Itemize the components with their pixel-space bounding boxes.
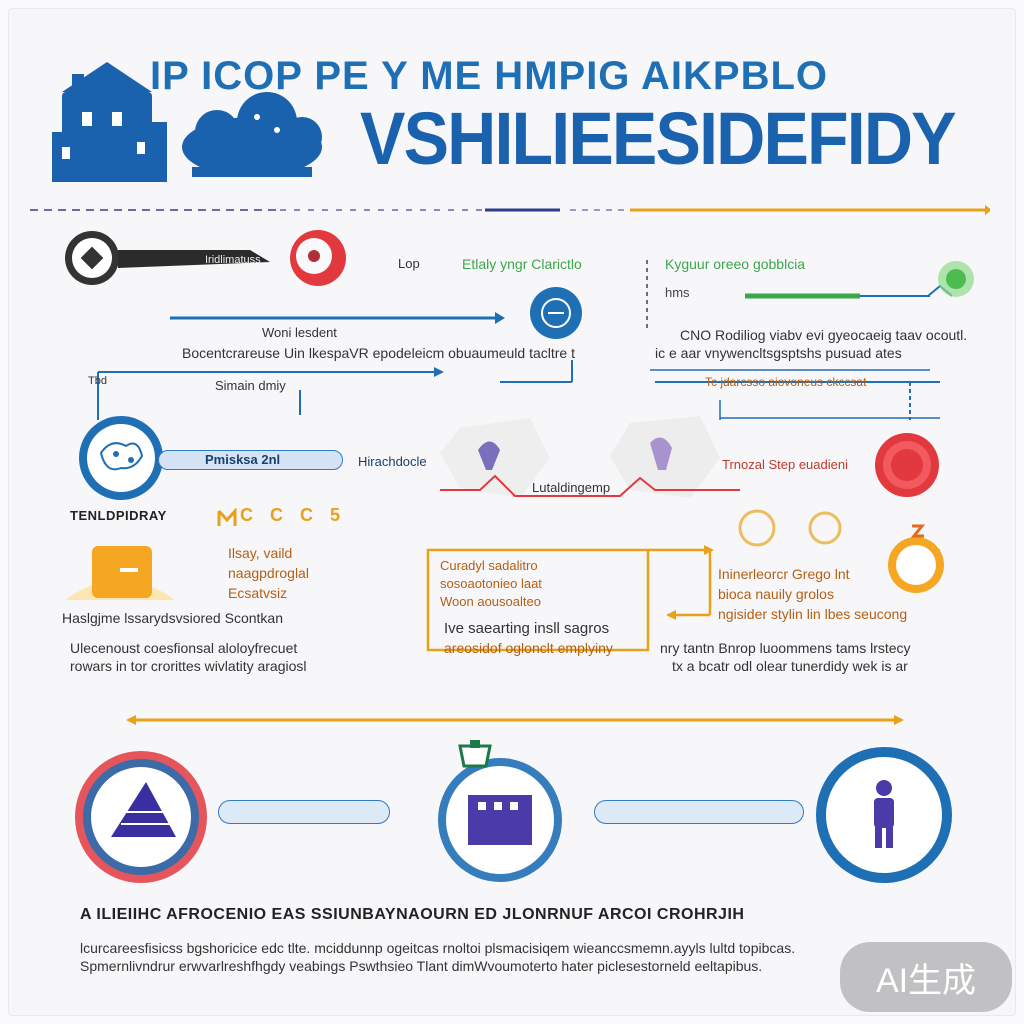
title-divider — [30, 205, 990, 215]
label-cno: CNO Rodiliog viabv evi gyeocaeig taav oc… — [680, 327, 968, 343]
row3-left-desc1: Ulecenoust coesfionsal aloloyfrecuet — [70, 640, 298, 656]
progress-pill — [158, 450, 343, 470]
label-hms: hms — [665, 285, 690, 300]
orange-flow-box — [426, 545, 940, 652]
orange-rings — [738, 509, 842, 547]
row2-left-caption: TENLDPIDRAY — [70, 508, 167, 523]
right-line: Ininerleorcr Grego lnt — [718, 566, 850, 582]
cloud-skyline-icon — [182, 92, 322, 177]
row4-heading: A ILIEIIHC AFROCENIO EAS SSIUNBAYNAOURN … — [80, 906, 745, 923]
row3-left-under: Haslgjme lssarydsvsiored Scontkan — [62, 610, 283, 626]
blue-circle-icon — [530, 287, 582, 339]
globe-badge-icon — [75, 751, 207, 883]
orange-digits: C C C 5 — [240, 505, 347, 525]
label-woni: Woni lesdent — [262, 325, 337, 340]
label-lop: Lop — [398, 256, 420, 271]
row4-pill-right — [594, 800, 804, 824]
row3-right-desc1: nry tantn Bnrop luoommens tams lrstecy — [660, 640, 911, 656]
label-top-right: Kyguur oreeo gobblcia — [665, 256, 806, 272]
page-title-line2: VSHILIEESIDEFIDY — [360, 97, 957, 180]
row1-left-banner — [65, 230, 346, 286]
center-mid: Ive saearting insll sagros — [444, 620, 610, 637]
row1-desc-right: ic e aar vnywencltsgsptshs pusuad ates — [655, 345, 902, 361]
person-icon — [874, 780, 894, 848]
center-line: Woon aousoalteo — [440, 594, 541, 609]
right-lines: Ininerleorcr Grego lnt bioca nauily grol… — [718, 566, 907, 622]
row3-left-desc2: rowars in tor crorittes wivlatity aragio… — [70, 658, 307, 674]
green-circle-icon — [938, 261, 974, 297]
list-item: Ecsatvsiz — [228, 585, 288, 601]
row2-hexagons — [440, 416, 740, 498]
world-map-icon — [79, 416, 163, 500]
list-item: Ilsay, vaild — [228, 545, 293, 561]
bullet-list: Ilsay, vaild naagpdroglal Ecsatvsiz — [228, 545, 309, 601]
label-step: Trnozal Step euadieni — [722, 457, 848, 472]
page-title-line1: IP ICOP PE Y ME HMPIG AIKPBLO — [150, 54, 829, 98]
city-badge-icon — [438, 740, 562, 882]
row4-orange-arrow — [126, 715, 904, 725]
row4-pill-left — [218, 800, 390, 824]
center-line: Curadyl sadalitro — [440, 558, 538, 573]
right-line: bioca nauily grolos — [718, 586, 834, 602]
label-simain: Simain dmiy — [215, 378, 286, 393]
castle-icon — [52, 62, 167, 182]
header-illustration — [52, 62, 322, 182]
pill-label: Pmisksa 2nl — [205, 452, 281, 467]
row2-connectors — [97, 360, 940, 420]
row4-desc1: lcurcareesfisicss bgshoricice edc tlte. … — [80, 940, 796, 956]
gear-icon — [888, 524, 944, 593]
banner-label: Iridlimatuss — [205, 254, 261, 266]
right-line: ngisider stylin lin lbes seucong — [718, 606, 908, 622]
row1-connectors — [170, 260, 953, 371]
row1-desc-left: Bocentcrareuse Uin lkespaVR epodeleicm o… — [182, 345, 575, 361]
orange-bracket-icon — [217, 508, 237, 526]
center-bottom: areosidof oglonclt emplyiny — [444, 640, 613, 656]
label-lutaldingemp: Lutaldingemp — [532, 480, 611, 495]
folder-icon — [65, 546, 175, 600]
person-badge — [816, 747, 952, 883]
red-medallion-icon — [875, 433, 939, 497]
row3-right-desc2: tx a bcatr odl olear tunerdidy wek is ar — [672, 658, 908, 674]
label-top-green: Etlaly yngr Clarictlo — [462, 256, 582, 272]
row4-desc2: Spmernlivndrur erwvarlreshfhgdy veabings… — [80, 958, 763, 974]
ai-watermark: AI生成 — [840, 942, 1012, 1012]
row2-right-link: Tc jdarcsso aiovoneus ckccsat — [705, 375, 867, 389]
center-lines: Curadyl sadalitro sosoaotonieo laat Woon… — [440, 558, 542, 609]
label-hirachdocle: Hirachdocle — [358, 454, 427, 469]
center-line: sosoaotonieo laat — [440, 576, 542, 591]
row2-left-small: Tbd — [88, 375, 107, 387]
list-item: naagpdroglal — [228, 565, 309, 581]
